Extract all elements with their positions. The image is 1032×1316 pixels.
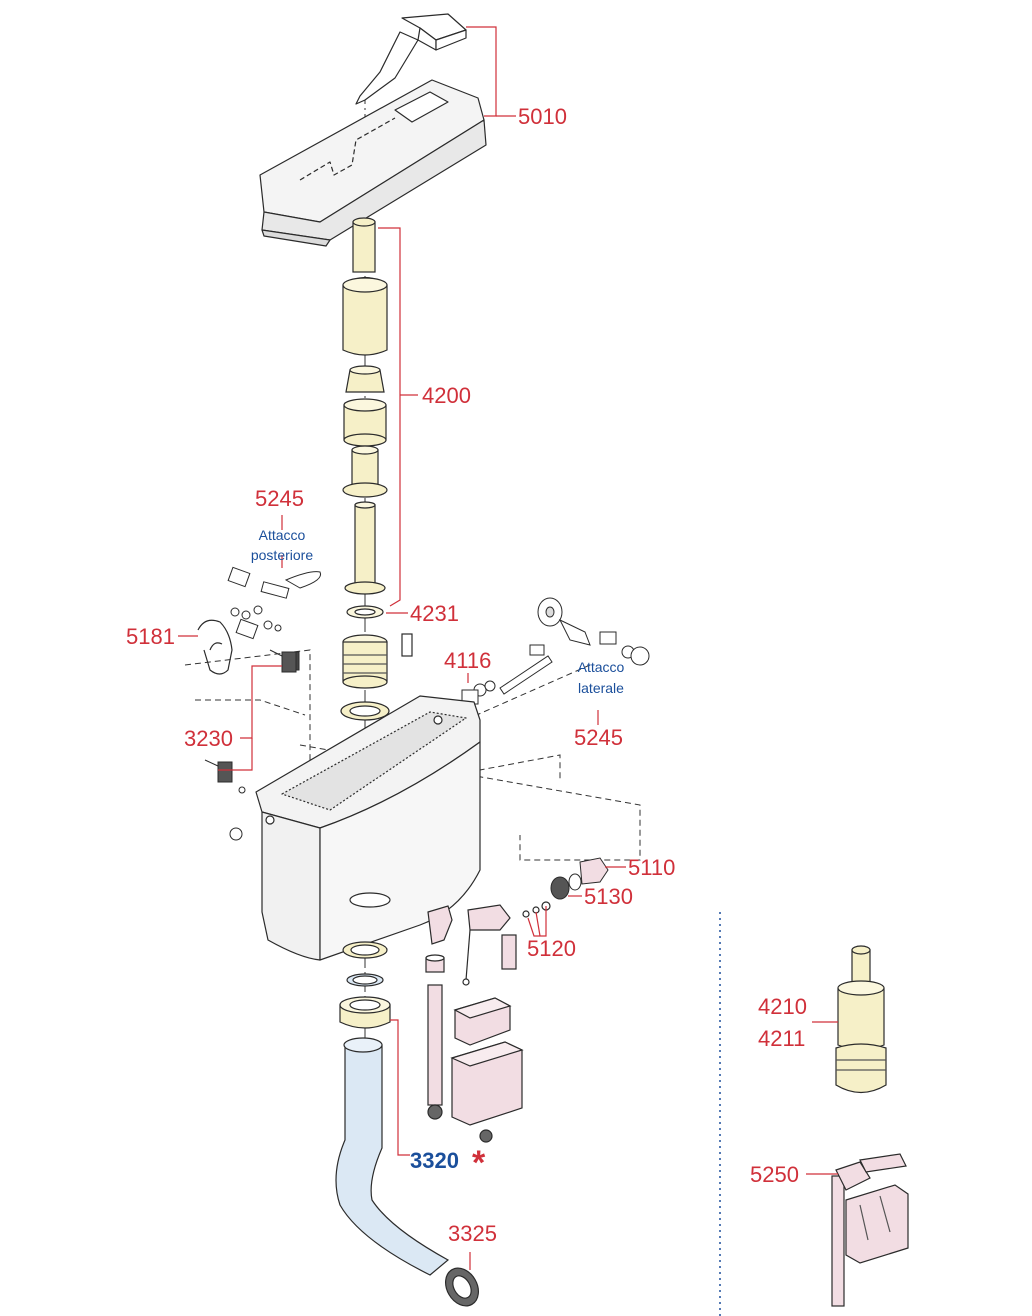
callout-3230: 3230: [184, 726, 233, 751]
flush-lever-5010: [355, 13, 467, 105]
valve-fittings-5130-5110: [550, 857, 609, 900]
callout-5110: 5110: [628, 855, 676, 880]
callout-5010: 5010: [518, 104, 567, 129]
leader-lines: [178, 26, 838, 1270]
callout-5250: 5250: [750, 1162, 799, 1187]
flush-valve-4200: [342, 217, 388, 619]
callout-5181: 5181: [126, 624, 175, 649]
note-side-line1: Attacco: [577, 659, 625, 675]
note-rear-line1: Attacco: [258, 527, 306, 543]
spare-float-valve-5250: [831, 1153, 909, 1307]
cistern-tank: [255, 695, 481, 961]
callout-3320-asterisk: *: [472, 1144, 486, 1182]
inlet-pipe-4116: [461, 655, 553, 705]
callout-4210: 4210: [758, 994, 807, 1019]
side-connector-5245: [529, 597, 650, 666]
float-valve-5120: [425, 901, 551, 1143]
callout-5245-side: 5245: [574, 725, 623, 750]
callout-3320: 3320: [410, 1148, 459, 1173]
callout-5120: 5120: [527, 936, 576, 961]
outlet-fittings: [339, 941, 391, 1029]
callout-4116: 4116: [444, 648, 492, 673]
flush-pipe-3325: [335, 1037, 479, 1307]
rear-connector-5245: [227, 566, 322, 671]
valve-base-4231: [340, 633, 413, 721]
hook-bracket-5181: [197, 619, 233, 675]
spare-valve-4210: [835, 945, 887, 1094]
callout-5245-rear: 5245: [255, 486, 304, 511]
screws-3230: [204, 649, 297, 841]
callout-5130: 5130: [584, 884, 633, 909]
note-rear-line2: posteriore: [250, 547, 314, 563]
cover-plate-5010: [259, 79, 487, 247]
callout-4211: 4211: [758, 1026, 806, 1051]
callout-4200: 4200: [422, 383, 471, 408]
note-side-line2: laterale: [578, 680, 624, 696]
callout-3325: 3325: [448, 1221, 497, 1246]
callout-4231: 4231: [410, 601, 459, 626]
